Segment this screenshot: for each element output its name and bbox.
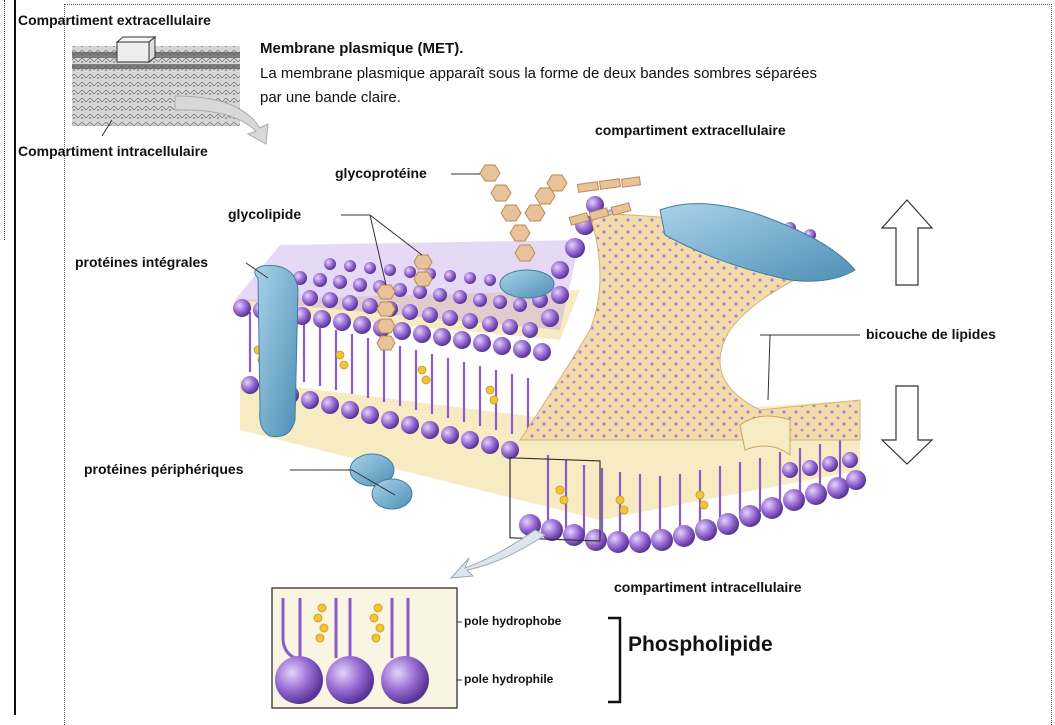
phospholipid-inset	[272, 588, 457, 708]
label-hydrophobic-pole: pole hydrophobe	[464, 614, 561, 628]
label-hydrophilic-pole: pole hydrophile	[464, 672, 553, 686]
description: La membrane plasmique apparaît sous la f…	[260, 62, 820, 110]
integral-protein	[255, 266, 298, 437]
label-glycolipid: glycolipide	[228, 206, 301, 222]
met-label-extracellular: Compartiment extracellulaire	[18, 12, 211, 28]
label-peripheral-proteins: protéines périphériques	[84, 461, 243, 477]
label-glycoprotein: glycoprotéine	[335, 165, 427, 181]
glycoprotein-body	[500, 270, 554, 298]
met-label-intracellular: Compartiment intracellulaire	[18, 143, 208, 159]
up-arrow-icon	[882, 200, 932, 285]
label-intracellular: compartiment intracellulaire	[614, 579, 802, 595]
label-extracellular: compartiment extracellulaire	[595, 122, 786, 138]
down-arrow-icon	[882, 386, 932, 464]
label-phospholipid: Phospholipide	[628, 633, 773, 657]
arrow-to-inset	[451, 530, 545, 578]
met-micrograph	[72, 37, 240, 136]
label-bilayer: bicouche de lipides	[866, 326, 996, 342]
page-title: Membrane plasmique (MET).	[260, 40, 463, 57]
label-integral-proteins: protéines intégrales	[75, 254, 208, 270]
phospholipid-bracket	[608, 618, 620, 702]
